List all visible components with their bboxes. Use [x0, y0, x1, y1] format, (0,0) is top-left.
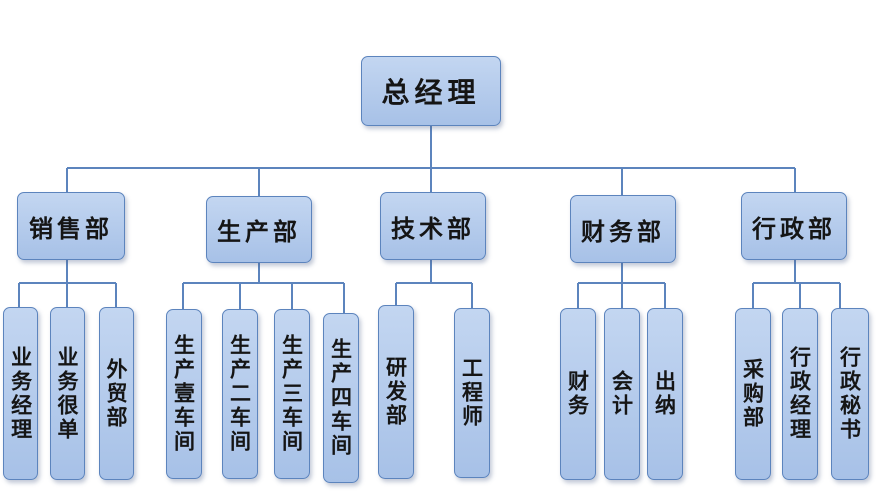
node-label: 生产三车间	[279, 334, 305, 454]
node-label: 财务	[565, 370, 591, 418]
node-tech-dept[interactable]: 技术部	[380, 192, 486, 260]
node-general-manager[interactable]: 总经理	[361, 56, 501, 126]
node-label: 技术部	[391, 213, 475, 243]
node-cashier[interactable]: 出纳	[647, 308, 683, 480]
node-label: 生产二车间	[227, 334, 253, 454]
node-label: 行政部	[752, 213, 836, 243]
node-label: 研发部	[383, 356, 409, 428]
node-label: 财务部	[581, 216, 665, 246]
node-workshop-1[interactable]: 生产壹车间	[166, 309, 202, 479]
node-production-dept[interactable]: 生产部	[206, 196, 312, 263]
node-label: 工程师	[459, 357, 485, 429]
node-rnd[interactable]: 研发部	[378, 305, 414, 479]
node-label: 生产四车间	[328, 338, 354, 458]
node-admin-secretary[interactable]: 行政秘书	[831, 308, 869, 480]
node-label: 总经理	[381, 76, 481, 109]
node-label: 出纳	[652, 370, 678, 418]
node-purchasing[interactable]: 采购部	[735, 308, 771, 480]
node-finance-dept[interactable]: 财务部	[570, 195, 676, 263]
node-admin-manager[interactable]: 行政经理	[782, 308, 818, 480]
node-label: 业务经理	[8, 345, 34, 442]
node-sales-dept[interactable]: 销售部	[17, 192, 125, 260]
node-label: 销售部	[29, 213, 113, 243]
node-label: 外贸部	[104, 357, 129, 430]
node-admin-dept[interactable]: 行政部	[741, 192, 847, 260]
node-label: 会计	[609, 370, 635, 418]
node-accountant[interactable]: 会计	[604, 308, 640, 480]
node-workshop-4[interactable]: 生产四车间	[323, 313, 359, 483]
node-label: 生产壹车间	[171, 334, 197, 454]
node-foreign-trade[interactable]: 外贸部	[99, 307, 134, 480]
node-label: 行政秘书	[837, 346, 863, 442]
node-workshop-3[interactable]: 生产三车间	[274, 309, 310, 479]
node-engineer[interactable]: 工程师	[454, 308, 490, 478]
node-label: 生产部	[217, 217, 301, 246]
node-finance[interactable]: 财务	[560, 308, 596, 480]
node-label: 业务很单	[55, 345, 80, 442]
node-workshop-2[interactable]: 生产二车间	[222, 309, 258, 479]
node-business-orders[interactable]: 业务很单	[50, 307, 85, 480]
node-label: 行政经理	[787, 346, 813, 442]
node-label: 采购部	[740, 358, 766, 430]
node-business-manager[interactable]: 业务经理	[3, 307, 38, 480]
